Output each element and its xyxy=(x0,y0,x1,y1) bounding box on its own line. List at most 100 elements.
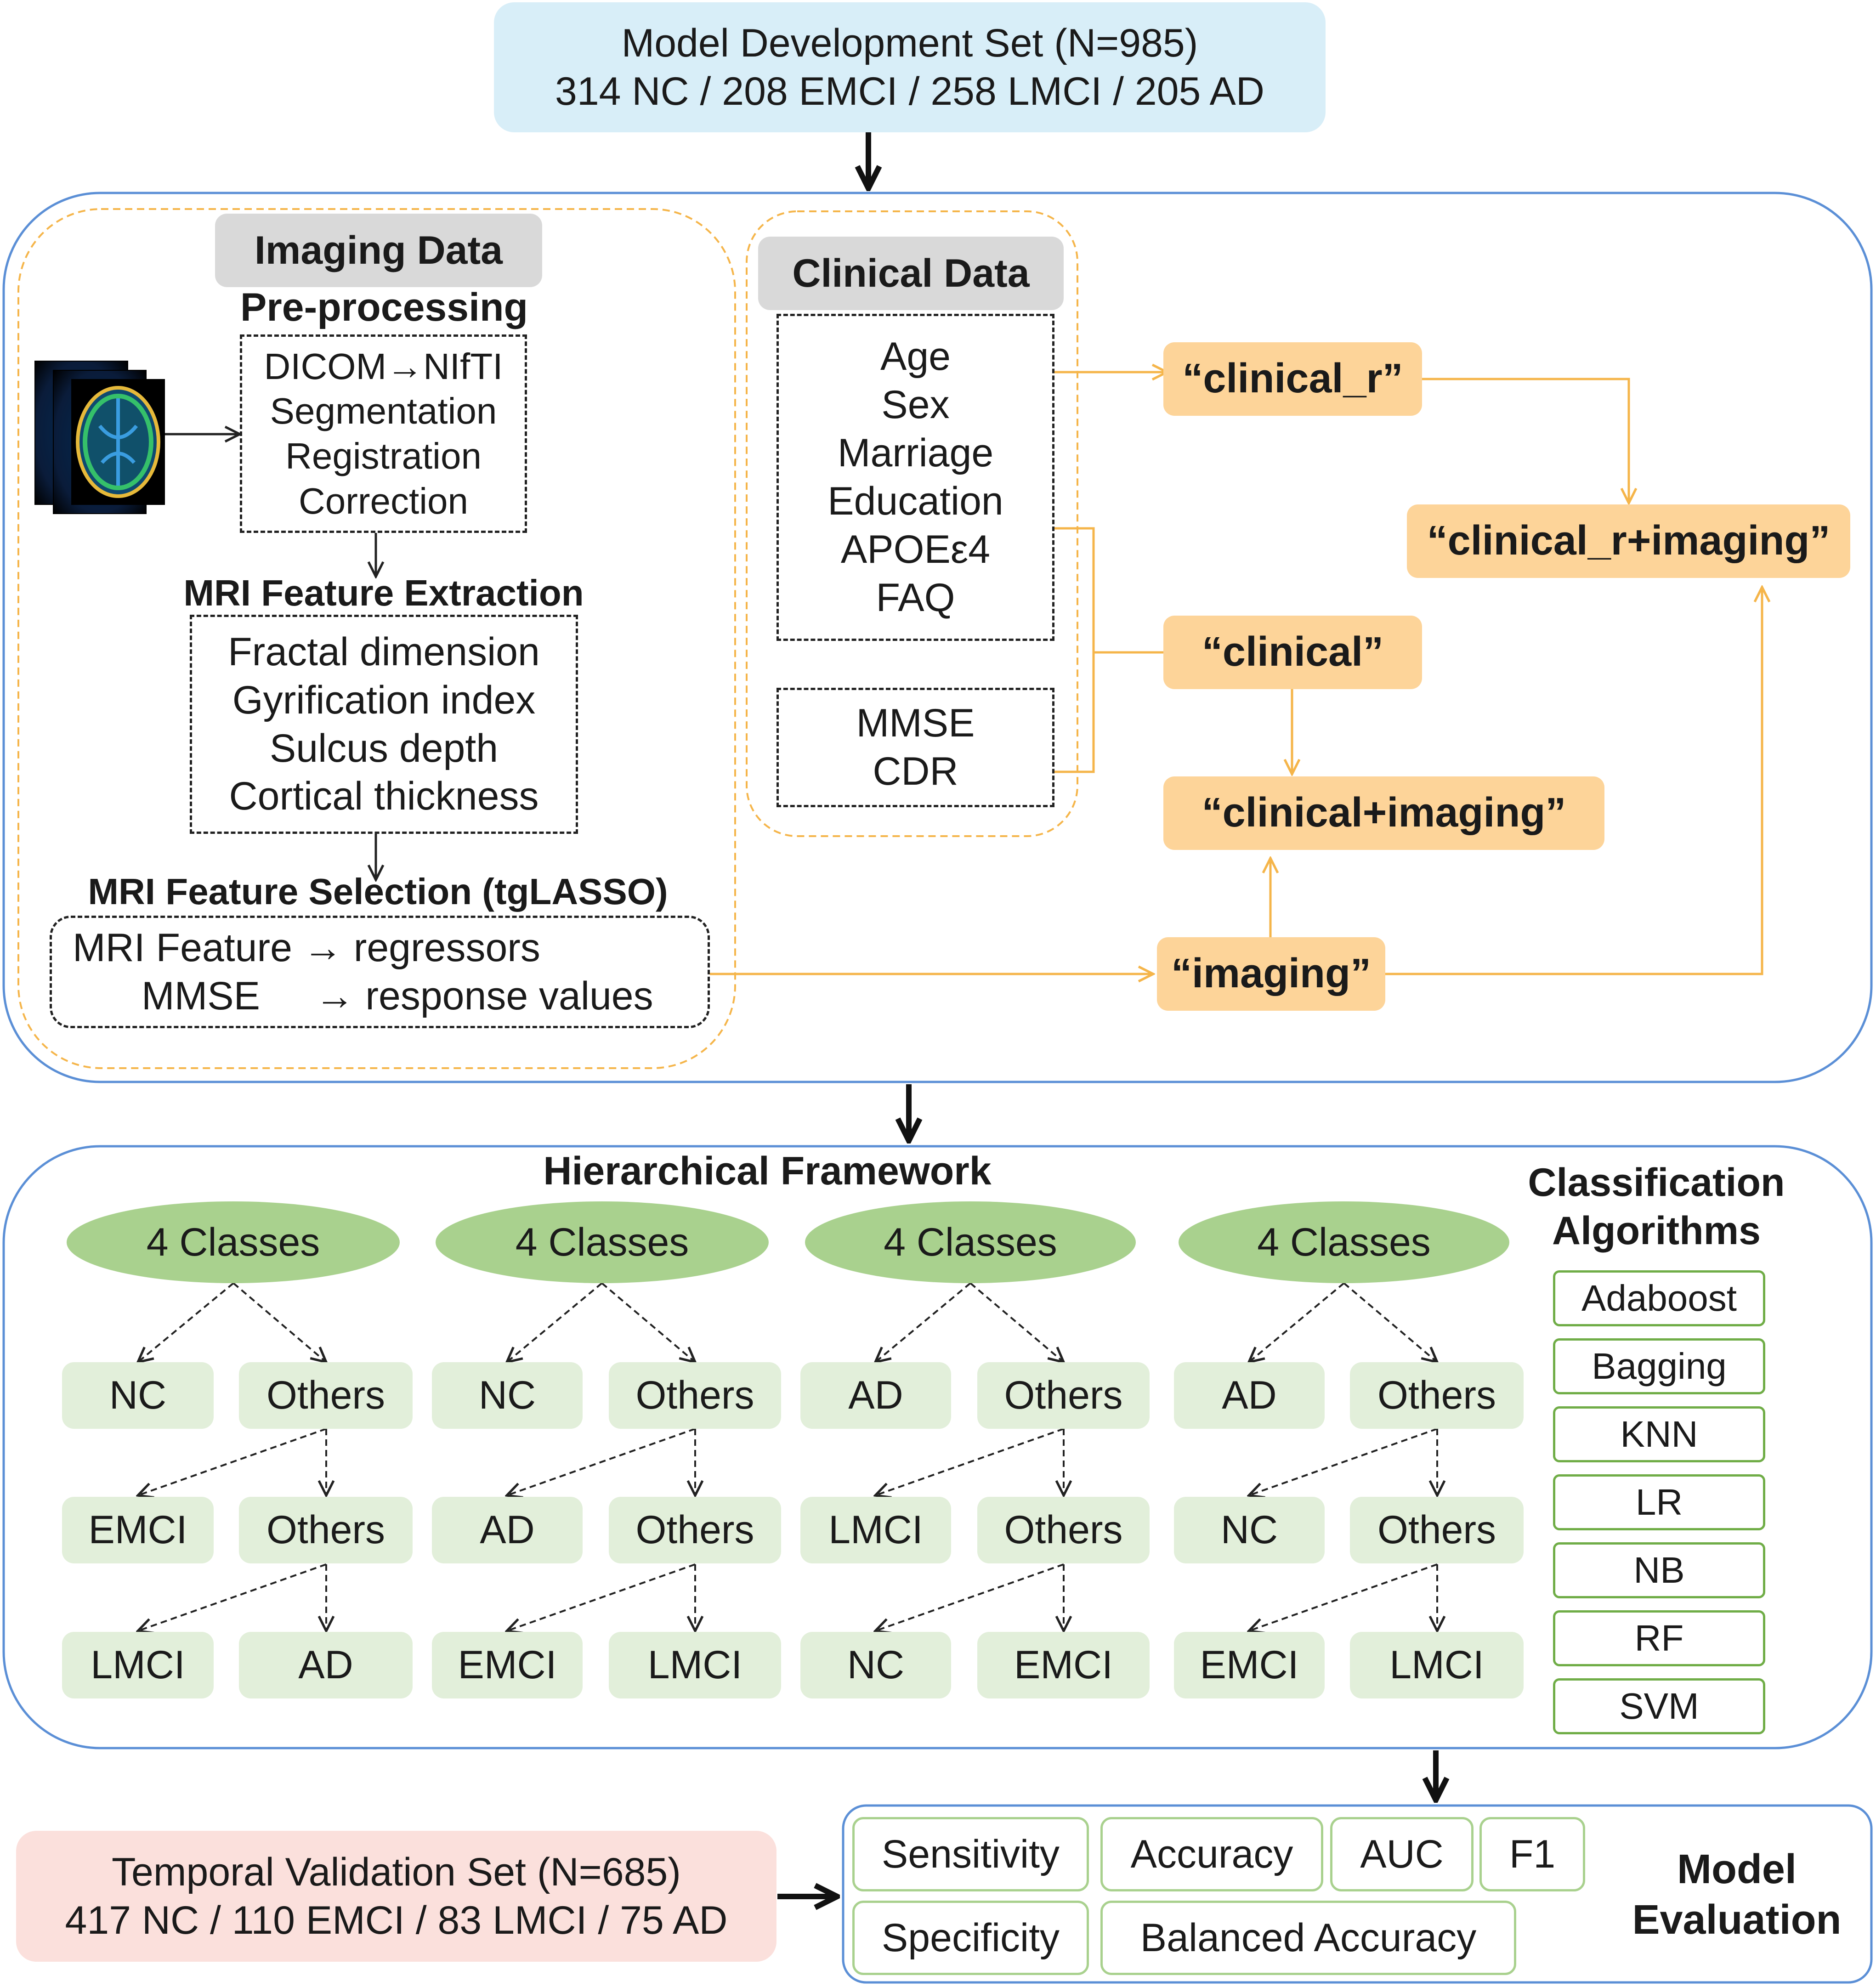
algorithm-item: NB xyxy=(1553,1542,1765,1598)
metric-item: Balanced Accuracy xyxy=(1100,1901,1516,1975)
feature-set-clinical-r-imaging: “clinical_r+imaging” xyxy=(1407,504,1850,578)
tree-node: NC xyxy=(800,1632,951,1698)
clinical-score: MMSE xyxy=(856,701,975,746)
validation-set-title: Temporal Validation Set (N=685) xyxy=(112,1850,681,1894)
clinical-variables-box: Age Sex Marriage Education APOEε4 FAQ xyxy=(776,314,1054,641)
tree-node: EMCI xyxy=(432,1632,583,1698)
clinical-data-header: Clinical Data xyxy=(758,237,1064,310)
development-set-title: Model Development Set (N=985) xyxy=(621,21,1198,65)
tree-node: AD xyxy=(239,1632,413,1698)
feature-set-imaging: “imaging” xyxy=(1157,937,1385,1011)
tree-node: LMCI xyxy=(609,1632,781,1698)
metric-item: Accuracy xyxy=(1100,1817,1323,1891)
clinical-variable: Age xyxy=(880,334,951,379)
tree-node: Others xyxy=(609,1497,781,1563)
feature-set-clinical: “clinical” xyxy=(1163,616,1422,689)
algorithm-item: LR xyxy=(1553,1474,1765,1530)
tree-3-arrows xyxy=(875,1282,1064,1631)
tree-node: NC xyxy=(62,1362,214,1429)
preprocessing-step: Segmentation xyxy=(270,391,497,432)
development-set-box: Model Development Set (N=985) 314 NC / 2… xyxy=(494,2,1326,132)
validation-set-counts: 417 NC / 110 EMCI / 83 LMCI / 75 AD xyxy=(65,1898,728,1942)
tree-node: LMCI xyxy=(1350,1632,1524,1698)
feature-extraction-title: MRI Feature Extraction xyxy=(183,572,584,613)
tree-node: NC xyxy=(1174,1497,1325,1563)
selection-response: MMSE → response values xyxy=(142,974,653,1018)
tree-node: Others xyxy=(1350,1362,1524,1429)
preprocessing-panel-outline xyxy=(2,192,1873,1083)
algorithm-item: Bagging xyxy=(1553,1338,1765,1394)
classification-panel-outline xyxy=(2,1145,1873,1749)
classification-title-line: Algorithms xyxy=(1552,1208,1761,1253)
preprocessing-title: Pre-processing xyxy=(240,285,528,329)
clinical-variable: Sex xyxy=(881,383,950,427)
brain-mri-image xyxy=(34,361,165,514)
feature-set-clinical-imaging: “clinical+imaging” xyxy=(1163,776,1604,850)
algorithm-item: KNN xyxy=(1553,1406,1765,1462)
clinical-variable: FAQ xyxy=(876,575,955,620)
imaging-panel-outline xyxy=(17,208,736,1069)
tree-node: Others xyxy=(1350,1497,1524,1563)
tree-node: EMCI xyxy=(977,1632,1150,1698)
clinical-variable: APOEε4 xyxy=(840,527,991,572)
tree-node: LMCI xyxy=(800,1497,951,1563)
mri-feature: Fractal dimension xyxy=(228,629,540,674)
development-set-counts: 314 NC / 208 EMCI / 258 LMCI / 205 AD xyxy=(555,69,1264,113)
tree-node: Others xyxy=(239,1362,413,1429)
tree-root: 4 Classes xyxy=(436,1201,769,1283)
validation-set-box: Temporal Validation Set (N=685) 417 NC /… xyxy=(16,1831,776,1962)
model-evaluation-title: Model Evaluation xyxy=(1608,1845,1865,1946)
clinical-variable: Marriage xyxy=(837,431,994,476)
model-evaluation-title-line: Model xyxy=(1677,1846,1797,1892)
tree-node: EMCI xyxy=(1174,1632,1325,1698)
brace-clinical-scores xyxy=(1054,652,1095,773)
tree-node: Others xyxy=(239,1497,413,1563)
imaging-data-header: Imaging Data xyxy=(215,214,542,287)
classification-title-line: Classification xyxy=(1528,1160,1785,1205)
tree-node: AD xyxy=(1174,1362,1325,1429)
hierarchical-framework-title: Hierarchical Framework xyxy=(543,1149,992,1193)
evaluation-panel-outline xyxy=(842,1804,1873,1984)
metric-item: Specificity xyxy=(852,1901,1089,1975)
tree-root: 4 Classes xyxy=(67,1201,400,1283)
tree-node: EMCI xyxy=(62,1497,214,1563)
clinical-variable: Education xyxy=(827,479,1003,523)
metric-item: AUC xyxy=(1330,1817,1474,1891)
conn-clinical-r-to-combined xyxy=(1422,378,1629,503)
model-evaluation-title-line: Evaluation xyxy=(1632,1896,1842,1943)
feature-set-clinical-r: “clinical_r” xyxy=(1163,342,1422,416)
metric-item: F1 xyxy=(1479,1817,1585,1891)
brain-slice-front xyxy=(71,379,165,505)
clinical-scores-box: MMSE CDR xyxy=(776,688,1054,807)
tree-node: Others xyxy=(609,1362,781,1429)
preprocessing-steps-box: DICOM→NIfTI Segmentation Registration Co… xyxy=(240,334,527,533)
algorithm-item: SVM xyxy=(1553,1678,1765,1734)
preprocessing-step: DICOM→NIfTI xyxy=(264,345,503,387)
tree-root: 4 Classes xyxy=(805,1201,1136,1283)
mri-feature: Gyrification index xyxy=(232,678,536,722)
mri-feature: Cortical thickness xyxy=(229,774,539,819)
algorithm-item: RF xyxy=(1553,1610,1765,1666)
mri-feature: Sulcus depth xyxy=(269,726,499,770)
tree-node: LMCI xyxy=(62,1632,214,1698)
conn-imaging-to-clinical-r-imaging xyxy=(1385,587,1762,975)
feature-selection-title: MRI Feature Selection (tgLASSO) xyxy=(88,871,668,912)
feature-selection-box: MRI Feature → regressors MMSE → response… xyxy=(50,916,710,1028)
tree-node: NC xyxy=(432,1362,583,1429)
preprocessing-step: Registration xyxy=(285,436,482,476)
tree-2-arrows xyxy=(507,1282,695,1631)
selection-regressors: MRI Feature → regressors xyxy=(73,925,540,970)
brace-clinical-vars xyxy=(1054,527,1167,654)
tree-1-arrows xyxy=(138,1282,326,1631)
tree-node: Others xyxy=(977,1497,1150,1563)
tree-root: 4 Classes xyxy=(1179,1201,1509,1283)
algorithm-item: Adaboost xyxy=(1553,1270,1765,1326)
tree-node: AD xyxy=(432,1497,583,1563)
brain-scan-icon xyxy=(72,380,164,504)
preprocessing-step: Correction xyxy=(298,480,469,521)
tree-node: AD xyxy=(800,1362,951,1429)
tree-4-arrows xyxy=(1249,1282,1437,1631)
feature-extraction-box: Fractal dimension Gyrification index Sul… xyxy=(190,615,578,834)
clinical-score: CDR xyxy=(873,749,958,793)
